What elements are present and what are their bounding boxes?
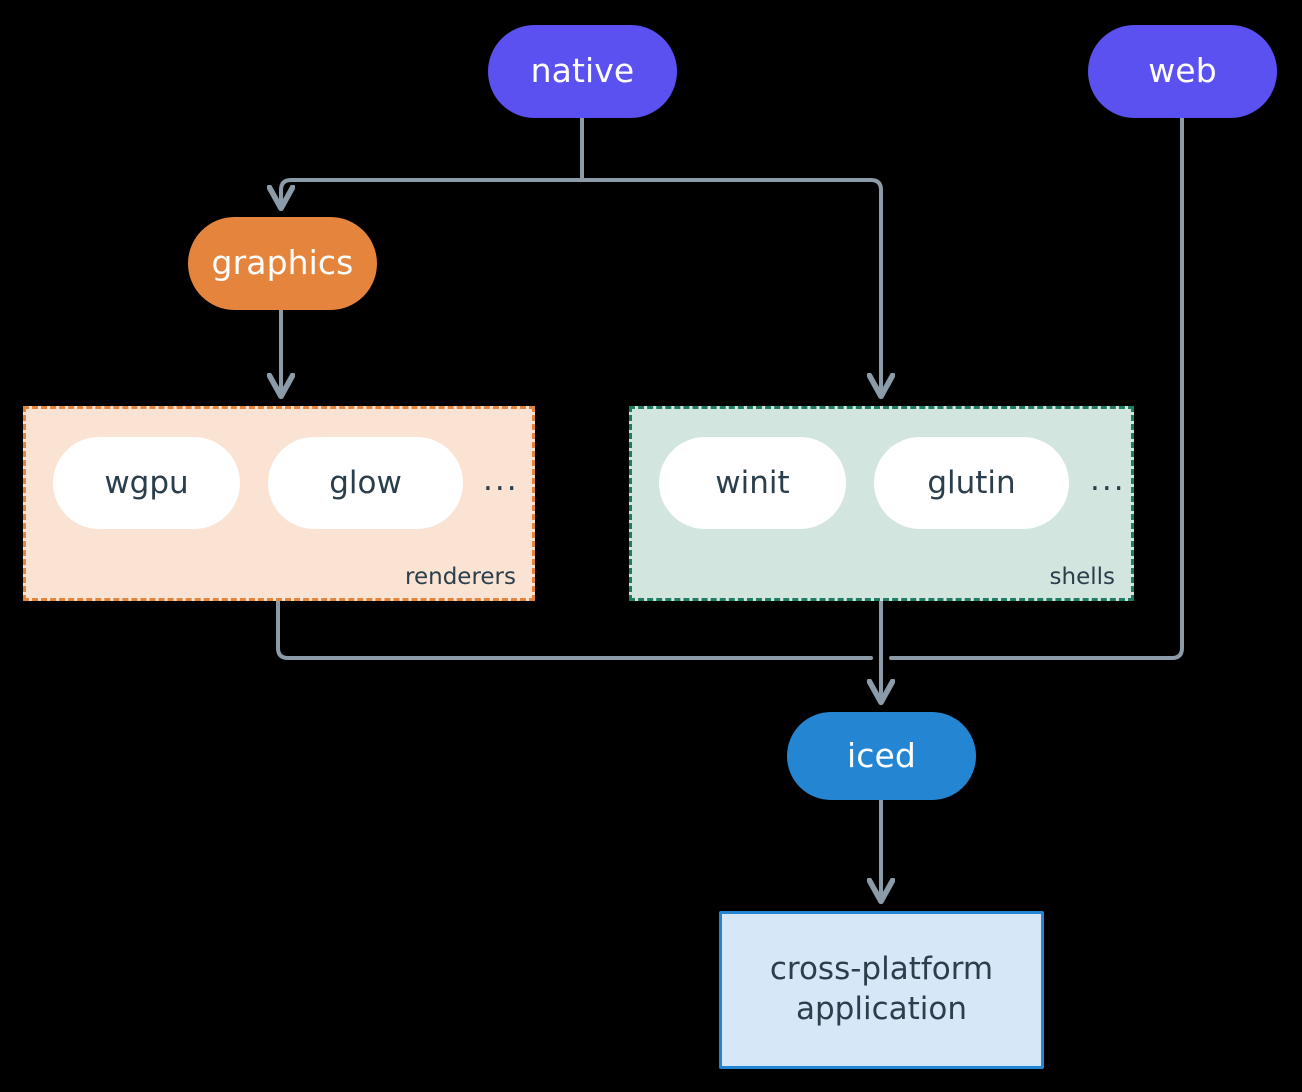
node-graphics[interactable]: graphics [188,217,377,310]
group-item-glutin-label: glutin [927,465,1016,501]
group-renderers-label: renderers [405,564,516,590]
group-shells[interactable]: winit glutin ... shells [629,406,1134,601]
group-item-winit[interactable]: winit [659,437,846,529]
node-iced[interactable]: iced [787,712,976,800]
node-application-label-line2: application [796,991,967,1027]
group-item-glow-label: glow [329,465,402,501]
node-web[interactable]: web [1088,25,1277,118]
group-renderers[interactable]: wgpu glow ... renderers [23,406,535,601]
edge-native-to-shells [580,178,881,394]
renderers-more-ellipsis: ... [483,462,519,498]
group-item-winit-label: winit [715,465,790,501]
edge-native-to-graphics [281,178,584,206]
group-item-wgpu-label: wgpu [104,465,189,501]
edge-renderers-to-iced [276,599,873,660]
group-item-glutin[interactable]: glutin [874,437,1069,529]
group-item-wgpu[interactable]: wgpu [53,437,240,529]
node-native[interactable]: native [488,25,677,118]
node-application[interactable]: cross-platform application [719,911,1044,1069]
node-web-label: web [1148,51,1217,91]
group-item-glow[interactable]: glow [268,437,463,529]
node-graphics-label: graphics [211,243,354,283]
shells-more-ellipsis: ... [1090,462,1126,498]
node-native-label: native [530,51,635,91]
group-shells-label: shells [1049,564,1115,590]
node-iced-label: iced [847,735,916,775]
node-application-label-line1: cross-platform [769,951,994,988]
